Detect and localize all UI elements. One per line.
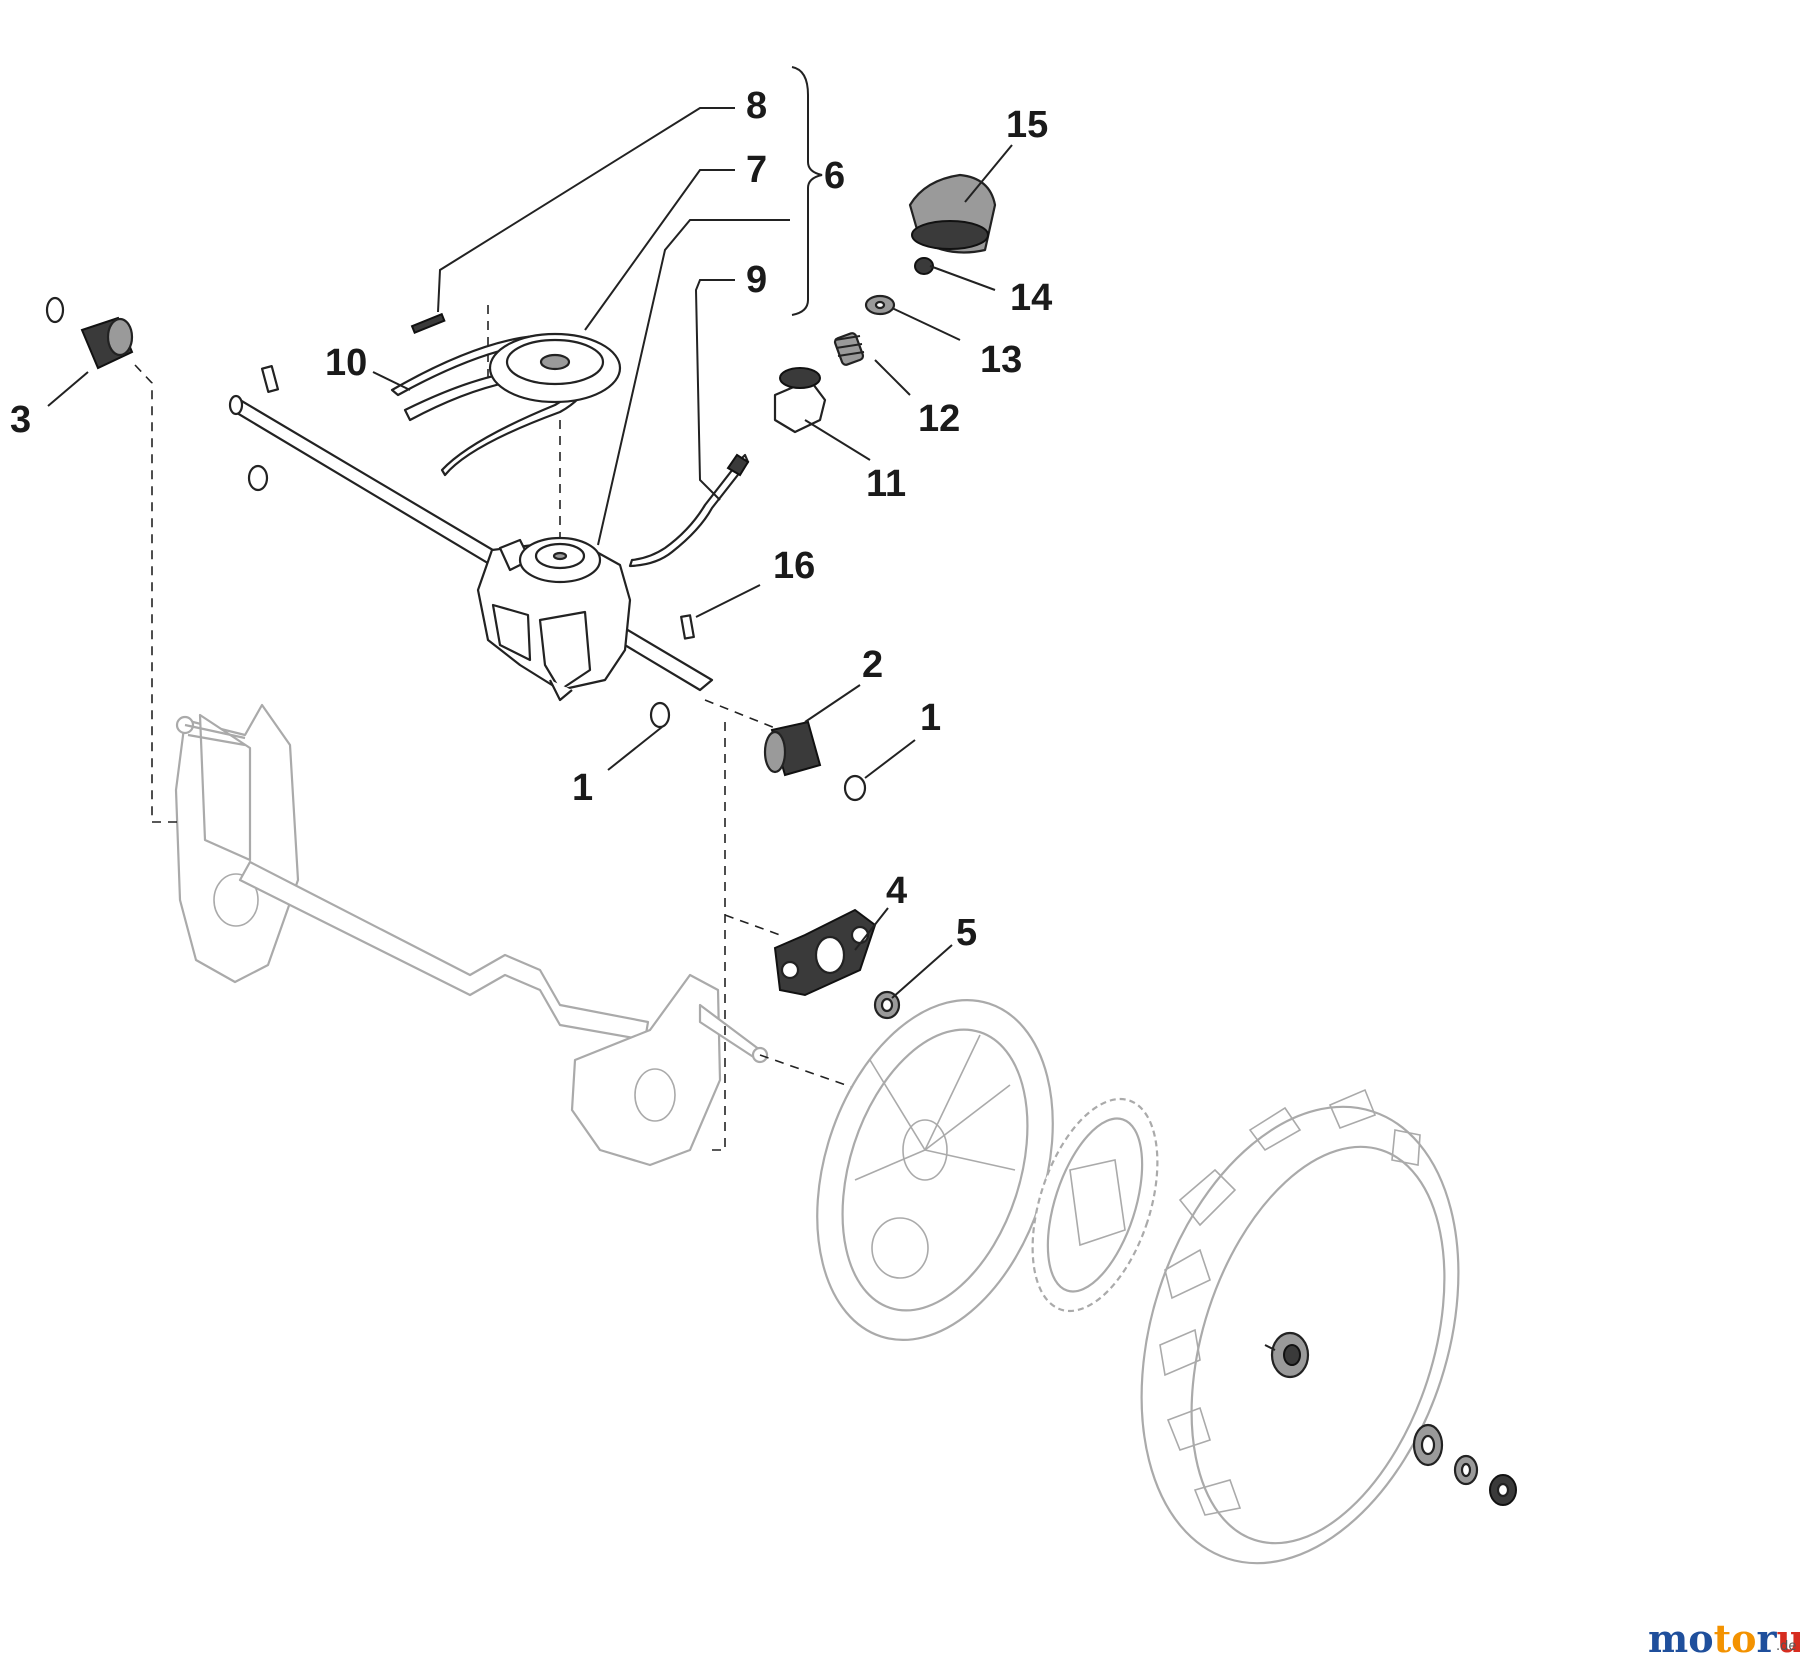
callout-7: 7 [746, 149, 767, 191]
part-12-spring [833, 332, 865, 366]
watermark-suffix: .de [1776, 1639, 1796, 1654]
part-13-washer [864, 294, 896, 316]
callout-3: 3 [10, 399, 31, 441]
part-4-bracket [773, 908, 877, 997]
wheel-washer [1453, 1454, 1479, 1486]
callout-10: 10 [325, 342, 367, 384]
part-14-nut [914, 257, 934, 275]
svg-text:motoruf: motoruf [1648, 1616, 1800, 1661]
part-3-drive-gear [45, 296, 134, 370]
part-1-clips [649, 701, 867, 802]
part-9-shift-rod [628, 453, 750, 568]
callout-6: 6 [824, 155, 845, 197]
wheel-cover [816, 999, 1054, 1341]
callout-16: 16 [773, 545, 815, 587]
part-16-pin [680, 614, 695, 640]
part-11-bushing [773, 367, 827, 434]
ring-gear [1031, 1097, 1159, 1313]
callout-11: 11 [866, 463, 906, 505]
callout-15: 15 [1006, 104, 1048, 146]
gearbox [476, 536, 632, 702]
wheel-bearing [1412, 1423, 1444, 1467]
assembly-lines [134, 305, 861, 1151]
callout-12: 12 [918, 398, 960, 440]
axle-shaft [228, 365, 714, 692]
chassis-ghost [174, 703, 769, 1167]
callout-1-right: 1 [920, 697, 941, 739]
part-2-drive-gear [763, 720, 822, 777]
callout-13: 13 [980, 339, 1022, 381]
belt-and-pulley [390, 312, 622, 477]
wheel-nut [1489, 1474, 1517, 1506]
callout-14: 14 [1010, 277, 1052, 319]
motoruf-watermark: motoruf .de [1648, 1616, 1800, 1661]
callout-1-left: 1 [572, 767, 593, 809]
callout-2: 2 [862, 644, 883, 686]
wheel-hub [1264, 1331, 1310, 1379]
rear-wheel [1140, 1088, 1460, 1565]
leader-lines [47, 66, 1013, 999]
callout-9: 9 [746, 259, 767, 301]
callout-labels: 8 7 6 9 10 3 15 14 13 12 11 16 2 1 1 4 5 [10, 85, 1052, 954]
callout-8: 8 [746, 85, 767, 127]
part-5-washer [873, 990, 901, 1020]
callout-5: 5 [956, 912, 977, 954]
part-15-cap [908, 173, 997, 254]
callout-4: 4 [886, 870, 907, 912]
